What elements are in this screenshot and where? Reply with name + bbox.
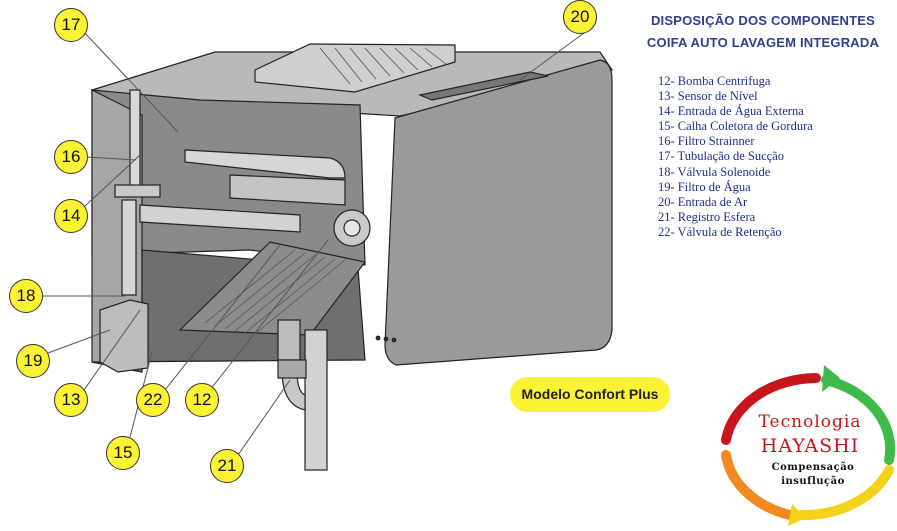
legend-item: 19- Filtro de Água [658, 179, 751, 194]
legend-item: 20- Entrada de Ar [658, 194, 748, 209]
leader-lines [42, 29, 589, 456]
diagram-title-line2: COIFA AUTO LAVAGEM INTEGRADA [646, 35, 880, 50]
model-label: Modelo Confort Plus [510, 377, 670, 412]
legend-item: 22- Válvula de Retenção [658, 224, 782, 239]
diagram-title-line1: DISPOSIÇÃO DOS COMPONENTES [650, 13, 876, 28]
legend-item: 12- Bomba Centrifuga [658, 74, 771, 88]
callout-14: 14 [54, 199, 88, 233]
brand-logo-arrowheads [788, 365, 840, 526]
legend-item: 18- Válvula Solenoide [658, 164, 771, 179]
callout-21: 21 [210, 449, 244, 483]
legend-item: 14- Entrada de Água Externa [658, 104, 804, 119]
legend-item: 16- Filtro Strainner [658, 134, 755, 149]
callout-20: 20 [563, 0, 597, 34]
brand-name-line1: Tecnologia [758, 412, 862, 432]
callout-22: 22 [136, 383, 170, 417]
callout-13: 13 [54, 383, 88, 417]
legend-item: 21- Registro Esfera [658, 209, 756, 224]
brand-name-line2: HAYASHI [760, 435, 860, 457]
legend-item: 17- Tubulação de Sucção [658, 149, 785, 164]
callout-19: 19 [16, 344, 50, 378]
component-legend: 12- Bomba Centrifuga 13- Sensor de Nível… [658, 74, 813, 240]
brand-logo-ring [721, 373, 896, 521]
callout-17: 17 [54, 8, 88, 42]
callout-16: 16 [54, 140, 88, 174]
legend-item: 13- Sensor de Nível [658, 89, 758, 104]
callout-12: 12 [185, 383, 219, 417]
callout-15: 15 [106, 436, 140, 470]
legend-item: 15- Calha Coletora de Gordura [658, 119, 813, 134]
brand-subtitle-line1: Compensação [771, 462, 855, 473]
brand-subtitle-line2: insuflução [781, 476, 845, 487]
callout-18: 18 [9, 279, 43, 313]
